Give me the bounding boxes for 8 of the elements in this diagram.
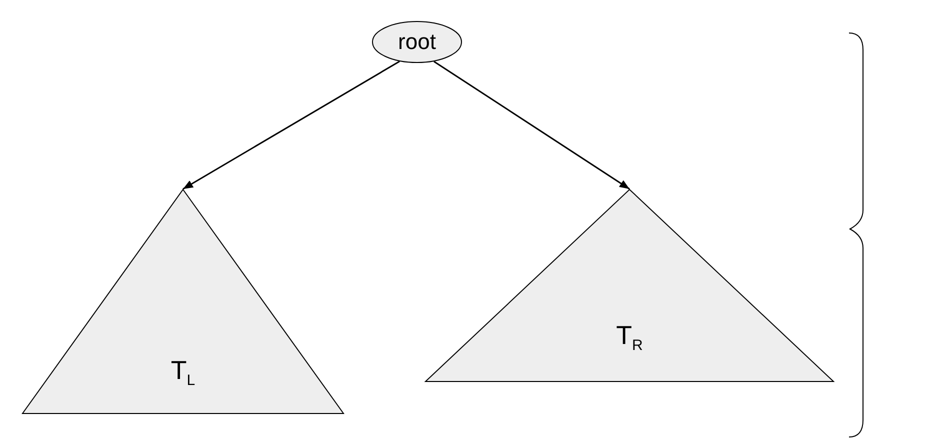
arrow: [182, 60, 400, 190]
subtree-triangle: [22, 189, 344, 414]
node-label: T$_{L}$: [170, 355, 196, 389]
subtree-triangle: [425, 189, 834, 382]
root-node: [372, 21, 462, 63]
arrow: [434, 60, 630, 190]
node-label: T$_{R}$: [616, 320, 643, 354]
node-label: root: [398, 29, 436, 55]
